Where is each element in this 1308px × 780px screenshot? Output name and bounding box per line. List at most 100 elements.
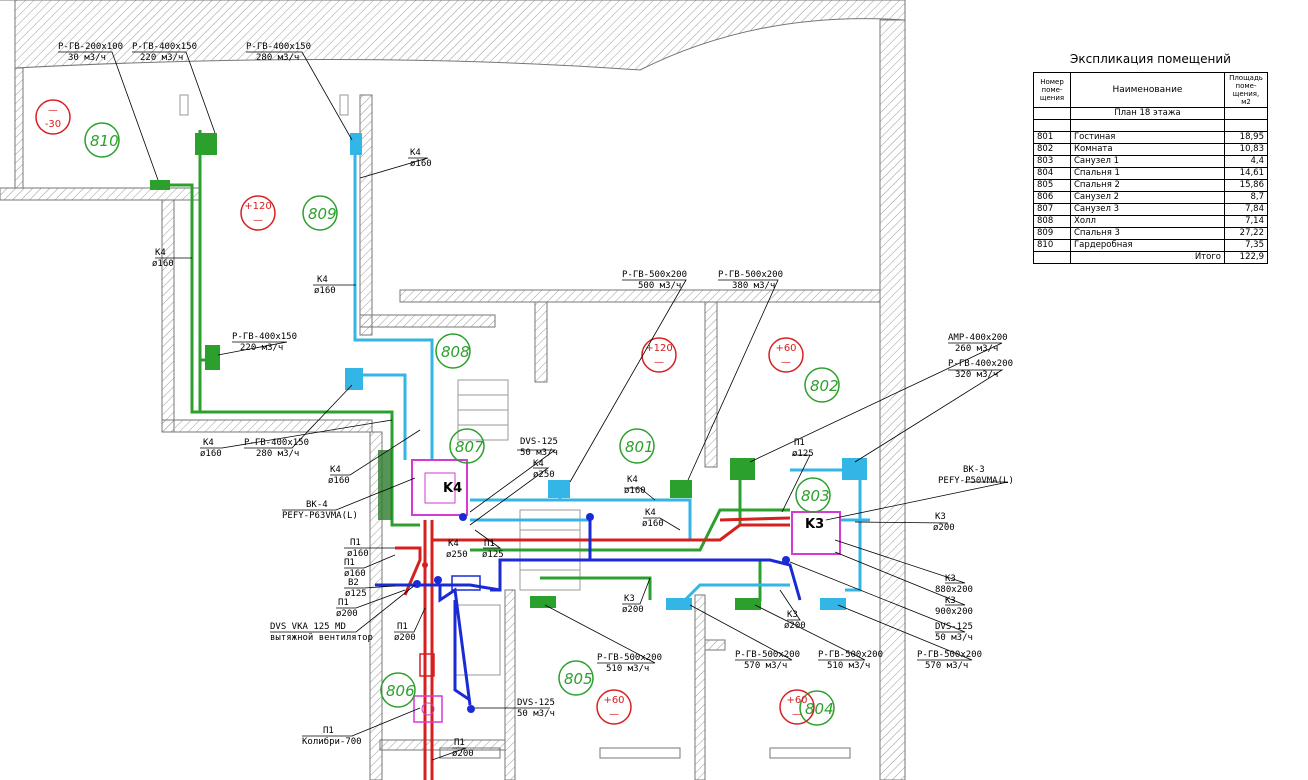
label-a39b: 570 м3/ч bbox=[744, 661, 787, 671]
room-area: 8,7 bbox=[1224, 191, 1268, 204]
label-a3b: 280 м3/ч bbox=[256, 53, 299, 63]
label-a25: Р-ГВ-500х200 bbox=[622, 270, 687, 280]
label-a22b: ø250 bbox=[446, 550, 468, 560]
room-number: 809 bbox=[1033, 227, 1071, 240]
header-number: Номер поме- щения bbox=[1033, 72, 1071, 108]
room-area: 10,83 bbox=[1224, 143, 1268, 156]
label-a16b: вытяжной вентилятор bbox=[270, 633, 373, 643]
room-area: 18,95 bbox=[1224, 131, 1268, 144]
label-a35: K3 bbox=[935, 512, 946, 522]
room-area: 14,61 bbox=[1224, 167, 1268, 180]
temp-809-bottom: — bbox=[253, 215, 263, 226]
room-number: 807 bbox=[1033, 203, 1071, 216]
temp-801-bottom: — bbox=[654, 357, 664, 368]
room-number: 804 bbox=[1033, 167, 1071, 180]
label-a18: П1 bbox=[323, 726, 334, 736]
room-number: 801 bbox=[1033, 131, 1071, 144]
label-a33: Р-ГВ-400х200 bbox=[948, 359, 1013, 369]
label-a25b: 500 м3/ч bbox=[638, 281, 681, 291]
room-number: 802 bbox=[1033, 143, 1071, 156]
label-a13b: ø160 bbox=[344, 569, 366, 579]
label-a28b: ø160 bbox=[642, 519, 664, 529]
label-a9: Р-ГВ-400х150 bbox=[244, 438, 309, 448]
label-a35b: ø200 bbox=[933, 523, 955, 533]
label-a8b: ø160 bbox=[200, 449, 222, 459]
room-area: 7,14 bbox=[1224, 215, 1268, 228]
room-807: 807 bbox=[455, 438, 484, 456]
label-a41b: 570 м3/ч bbox=[925, 661, 968, 671]
room-name: Гостиная bbox=[1070, 131, 1225, 144]
room-name: Спальня 1 bbox=[1070, 167, 1225, 180]
room-808: 808 bbox=[441, 343, 470, 361]
room-name: Санузел 1 bbox=[1070, 155, 1225, 168]
room-name: Гардеробная bbox=[1070, 239, 1225, 252]
room-area: 7,35 bbox=[1224, 239, 1268, 252]
temp-802-top: +60 bbox=[775, 343, 796, 354]
label-a18b: Колибри-700 bbox=[302, 736, 362, 747]
temp-810-top: — bbox=[48, 105, 58, 116]
label-a10b: ø160 bbox=[328, 476, 350, 486]
label-a34b: PEFY-P50VMA(L) bbox=[938, 476, 1014, 486]
label-a10: K4 bbox=[330, 465, 341, 475]
label-a4: K4 bbox=[410, 148, 421, 158]
label-a32: АМР-400х200 bbox=[948, 333, 1008, 343]
label-a15: П1 bbox=[338, 598, 349, 608]
label-a11b: PEFY-P63VMA(L) bbox=[282, 511, 358, 521]
label-a9b: 280 м3/ч bbox=[256, 449, 299, 459]
label-a29: K3 bbox=[624, 594, 635, 604]
label-a17: П1 bbox=[397, 622, 408, 632]
temp-805-bottom: — bbox=[609, 709, 619, 720]
temp-805-top: +60 bbox=[603, 695, 624, 706]
room-802: 802 bbox=[810, 377, 839, 395]
label-a24: DVS-125 bbox=[517, 698, 555, 708]
label-a5: K4 bbox=[155, 248, 166, 258]
label-a5b: ø160 bbox=[152, 259, 174, 269]
label-a17b: ø200 bbox=[394, 633, 416, 643]
label-a41: Р-ГВ-500х200 bbox=[917, 650, 982, 660]
room-801: 801 bbox=[625, 438, 654, 456]
room-area: 27,22 bbox=[1224, 227, 1268, 240]
explication-title: Экспликация помещений bbox=[1070, 52, 1231, 66]
header-area: Площадь поме- щения, м2 bbox=[1224, 72, 1268, 108]
total-label: Итого bbox=[1070, 251, 1225, 264]
room-name: Спальня 3 bbox=[1070, 227, 1225, 240]
label-a42b: 510 м3/ч bbox=[827, 661, 870, 671]
temp-810-bottom: -30 bbox=[45, 119, 61, 130]
label-a37: K3 bbox=[945, 596, 956, 606]
label-a26b: 380 м3/ч bbox=[732, 281, 775, 291]
room-name: Комната bbox=[1070, 143, 1225, 156]
unit-k4: K4 bbox=[411, 459, 468, 516]
label-a12b: ø160 bbox=[347, 549, 369, 559]
duct-k4-cyan bbox=[353, 140, 870, 607]
label-a19: П1 bbox=[454, 738, 465, 748]
label-a32b: 260 м3/ч bbox=[955, 344, 998, 354]
room-810: 810 bbox=[90, 132, 119, 150]
label-a34: ВК-3 bbox=[963, 465, 985, 475]
label-a3: Р-ГВ-400х150 bbox=[246, 42, 311, 52]
room-806: 806 bbox=[386, 682, 415, 700]
label-a12: П1 bbox=[350, 538, 361, 548]
room-805: 805 bbox=[564, 670, 593, 688]
room-804: 804 bbox=[805, 700, 834, 718]
label-a11: ВК-4 bbox=[306, 500, 328, 510]
duct-v2-blue bbox=[375, 520, 802, 706]
label-a37b: 900х200 bbox=[935, 607, 973, 617]
label-a28: K4 bbox=[645, 508, 656, 518]
label-a19b: ø200 bbox=[452, 749, 474, 759]
label-a23: П1 bbox=[484, 539, 495, 549]
label-a2: Р-ГВ-400х150 bbox=[132, 42, 197, 52]
label-a4b: ø160 bbox=[410, 159, 432, 169]
label-a6: K4 bbox=[317, 275, 328, 285]
label-a8: K4 bbox=[203, 438, 214, 448]
room-name: Спальня 2 bbox=[1070, 179, 1225, 192]
temp-804-top: +60 bbox=[786, 695, 807, 706]
label-a20b: 50 м3/ч bbox=[520, 448, 558, 458]
